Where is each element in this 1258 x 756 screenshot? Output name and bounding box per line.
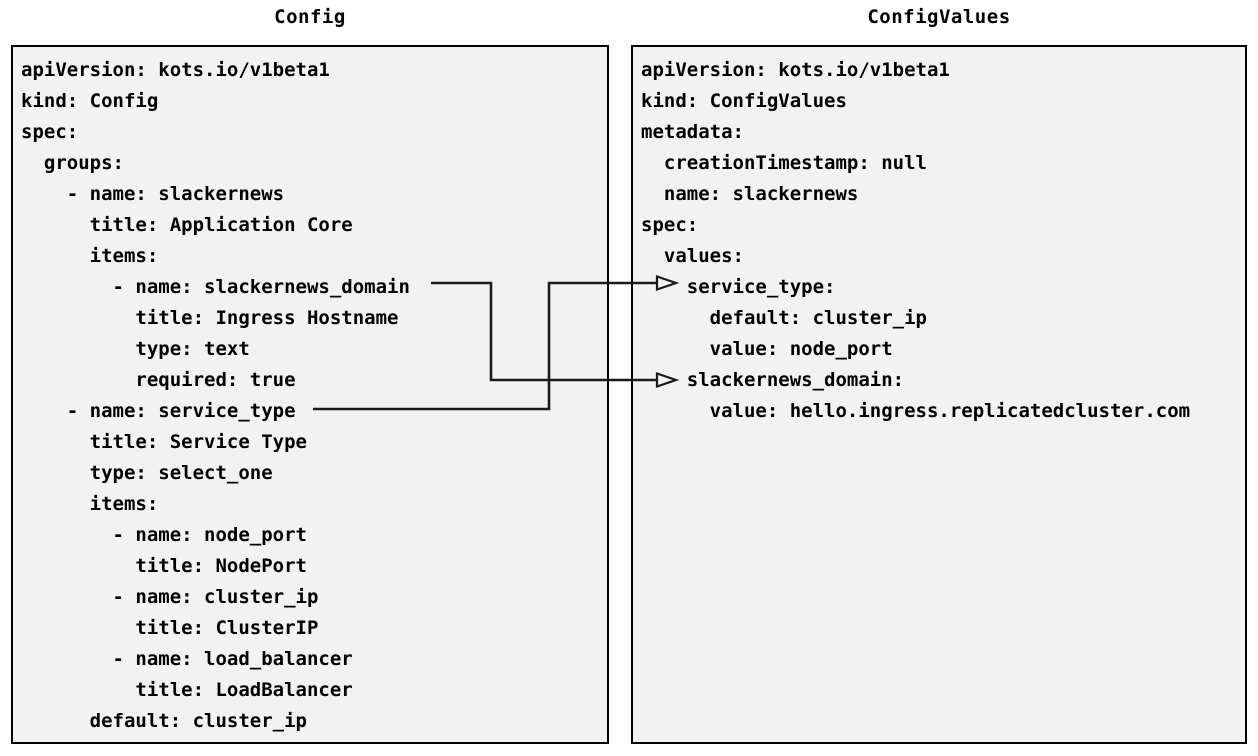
configvalues-yaml-line-9: value: node_port (641, 338, 893, 360)
config-panel: apiVersion: kots.io/v1beta1 kind: Config s… (11, 45, 609, 744)
config-yaml-line-11: - name: service_type (21, 400, 296, 422)
configvalues-yaml-line-11: value: hello.ingress.replicatedcluster.c… (641, 400, 1191, 422)
config-yaml-line-9: type: text (21, 338, 250, 360)
config-yaml-line-1: kind: Config (21, 90, 159, 112)
config-yaml-line-5: title: Application Core (21, 214, 353, 236)
configvalues-yaml-line-10: slackernews_domain: (641, 369, 905, 391)
config-yaml-line-13: type: select_one (21, 462, 273, 484)
config-yaml-block: apiVersion: kots.io/v1beta1 kind: Config s… (13, 55, 607, 737)
configvalues-yaml-block: apiVersion: kots.io/v1beta1 kind: ConfigV… (633, 55, 1245, 427)
configvalues-yaml-line-7: service_type: (641, 276, 836, 298)
config-yaml-line-4: - name: slackernews (21, 183, 285, 205)
config-yaml-line-8: title: Ingress Hostname (21, 307, 399, 329)
config-yaml-line-14: items: (21, 493, 159, 515)
config-yaml-line-17: - name: cluster_ip (21, 586, 319, 608)
config-yaml-line-15: - name: node_port (21, 524, 307, 546)
config-yaml-line-16: title: NodePort (21, 555, 307, 577)
configvalues-yaml-line-3: creationTimestamp: null (641, 152, 927, 174)
config-yaml-line-12: title: Service Type (21, 431, 307, 453)
configvalues-yaml-line-4: name: slackernews (641, 183, 859, 205)
configvalues-yaml-line-2: metadata: (641, 121, 744, 143)
config-yaml-line-21: default: cluster_ip (21, 710, 307, 732)
config-yaml-line-20: title: LoadBalancer (21, 679, 353, 701)
config-panel-title: Config (274, 6, 346, 28)
configvalues-yaml-line-5: spec: (641, 214, 699, 236)
config-yaml-line-19: - name: load_balancer (21, 648, 353, 670)
config-yaml-line-3: groups: (21, 152, 124, 174)
config-yaml-line-2: spec: (21, 121, 79, 143)
config-yaml-line-6: items: (21, 245, 159, 267)
config-yaml-line-18: title: ClusterIP (21, 617, 319, 639)
configvalues-panel: apiVersion: kots.io/v1beta1 kind: ConfigV… (631, 45, 1247, 744)
configvalues-yaml-line-0: apiVersion: kots.io/v1beta1 (641, 59, 950, 81)
config-yaml-line-10: required: true (21, 369, 296, 391)
config-yaml-line-7: - name: slackernews_domain (21, 276, 410, 298)
configvalues-yaml-line-8: default: cluster_ip (641, 307, 927, 329)
configvalues-panel-title: ConfigValues (867, 6, 1011, 28)
configvalues-yaml-line-6: values: (641, 245, 744, 267)
configvalues-yaml-line-1: kind: ConfigValues (641, 90, 847, 112)
config-yaml-line-0: apiVersion: kots.io/v1beta1 (21, 59, 330, 81)
